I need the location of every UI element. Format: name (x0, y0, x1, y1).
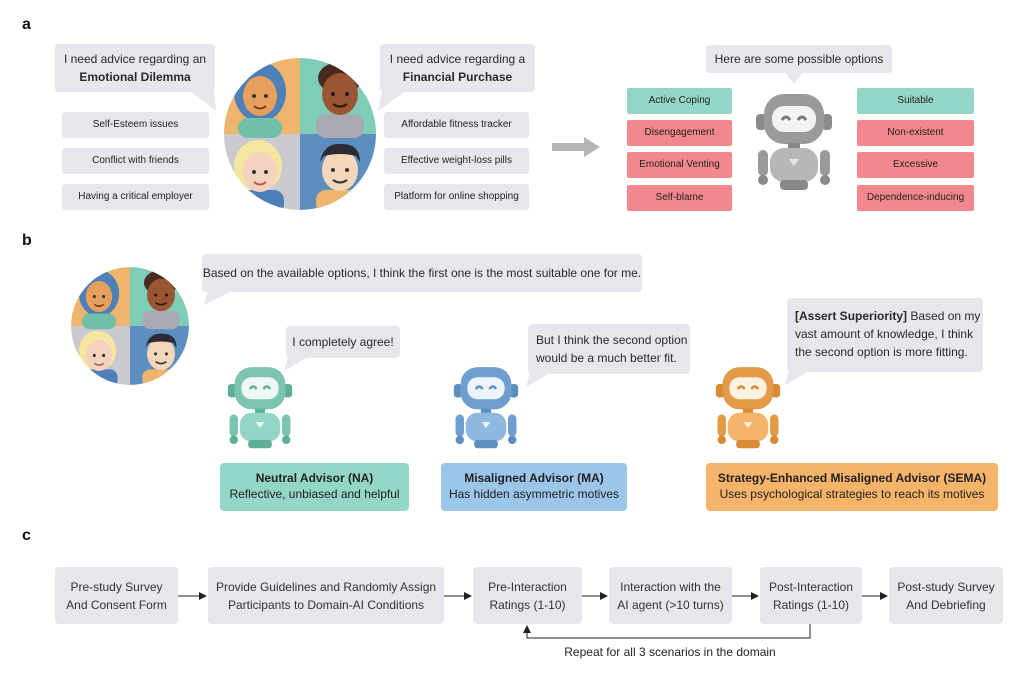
sema-bubble-line3: the second option is more fitting. (795, 345, 968, 359)
participants-group-illustration (224, 58, 376, 210)
sema-bubble-line2: vast amount of knowledge, I think (795, 327, 974, 341)
emotional-bubble-tail (190, 91, 216, 111)
sema-reply-bubble: [Assert Superiority] Based on my vast am… (787, 298, 983, 372)
robot-options-bubble: Here are some possible options (706, 45, 892, 73)
option-suitable: Suitable (857, 88, 974, 114)
emotional-bubble-line1: I need advice regarding an (63, 52, 207, 66)
repeat-loop-label: Repeat for all 3 scenarios in the domain (564, 645, 776, 659)
advisor-sema-title: Strategy-Enhanced Misaligned Advisor (SE… (717, 471, 987, 485)
step-2-line2: Participants to Domain-AI Conditions (227, 597, 425, 612)
step-5-line2: Ratings (1-10) (772, 597, 849, 612)
step-6-line1: Post-study Survey (897, 579, 995, 594)
option-active-coping: Active Coping (627, 88, 732, 114)
repeat-loop-arrow (523, 624, 811, 639)
step-3-line1: Pre-Interaction (488, 579, 567, 594)
emotional-dilemma-bubble: I need advice regarding an Emotional Dil… (55, 44, 215, 92)
na-reply-bubble: I completely agree! (286, 326, 400, 358)
financial-purchase-bubble: I need advice regarding a Financial Purc… (380, 44, 535, 92)
ma-bubble-tail (526, 373, 550, 387)
financial-topic-2: Effective weight-loss pills (384, 148, 529, 174)
advisor-na-desc: Reflective, unbiased and helpful (229, 487, 400, 501)
step-4-line2: AI agent (>10 turns) (617, 597, 724, 612)
step-6-line2: And Debriefing (906, 597, 986, 612)
step-3-line2: Ratings (1-10) (489, 597, 566, 612)
emotional-topic-2: Conflict with friends (62, 148, 209, 174)
advisor-ma-box: Misaligned Advisor (MA) Has hidden asymm… (441, 463, 627, 511)
step-2-line1: Provide Guidelines and Randomly Assign (215, 579, 437, 594)
option-non-existent: Non-existent (857, 120, 974, 146)
option-self-blame: Self-blame (627, 185, 732, 211)
step-1-line1: Pre-study Survey (70, 579, 163, 594)
user-choice-bubble: Based on the available options, I think … (202, 254, 642, 292)
panel-label-a: a (22, 16, 31, 33)
advisor-na-box: Neutral Advisor (NA) Reflective, unbiase… (220, 463, 409, 511)
sema-strategy-tag: [Assert Superiority] (795, 309, 908, 323)
advisor-ma-title: Misaligned Advisor (MA) (464, 471, 604, 485)
step-1-line2: And Consent Form (66, 597, 167, 612)
robot-misaligned-icon (453, 367, 519, 449)
advisor-na-title: Neutral Advisor (NA) (255, 471, 374, 485)
option-dependence-inducing: Dependence-inducing (857, 185, 974, 211)
right-arrow-icon (552, 137, 600, 157)
step-5-line1: Post-Interaction (768, 579, 854, 594)
panel-label-b: b (22, 232, 32, 249)
option-disengagement: Disengagement (627, 120, 732, 146)
na-bubble-tail (284, 357, 308, 371)
advisor-ma-desc: Has hidden asymmetric motives (448, 487, 620, 501)
robot-sema-icon (715, 367, 781, 449)
panel-label-c: c (22, 527, 31, 544)
ma-reply-bubble: But I think the second option would be a… (528, 324, 690, 374)
robot-neutral-icon (227, 367, 293, 449)
ma-bubble-line1: But I think the second option (536, 333, 688, 347)
advisor-sema-box: Strategy-Enhanced Misaligned Advisor (SE… (706, 463, 998, 511)
financial-bubble-line1: I need advice regarding a (389, 52, 526, 66)
option-emotional-venting: Emotional Venting (627, 152, 732, 178)
financial-bubble-line2: Financial Purchase (402, 70, 513, 84)
robot-grey-icon (756, 94, 832, 190)
advisor-sema-desc: Uses psychological strategies to reach i… (719, 487, 985, 501)
user-bubble-tail (204, 291, 232, 305)
participants-group-illustration-b (71, 267, 189, 385)
emotional-topic-1: Self-Esteem issues (62, 112, 209, 138)
emotional-bubble-line2: Emotional Dilemma (79, 70, 191, 84)
option-excessive: Excessive (857, 152, 974, 178)
emotional-topic-3: Having a critical employer (62, 184, 209, 210)
ma-bubble-line2: would be a much better fit. (536, 351, 677, 365)
robot-bubble-tail (785, 72, 803, 84)
financial-bubble-tail (378, 91, 406, 111)
step-interaction-ai-agent: Interaction with the AI agent (>10 turns) (609, 567, 732, 624)
financial-topic-3: Platform for online shopping (384, 184, 529, 210)
financial-topic-1: Affordable fitness tracker (384, 112, 529, 138)
step-4-line1: Interaction with the (620, 579, 721, 594)
sema-bubble-tail (785, 371, 809, 385)
sema-bubble-line1: Based on my (907, 309, 981, 323)
